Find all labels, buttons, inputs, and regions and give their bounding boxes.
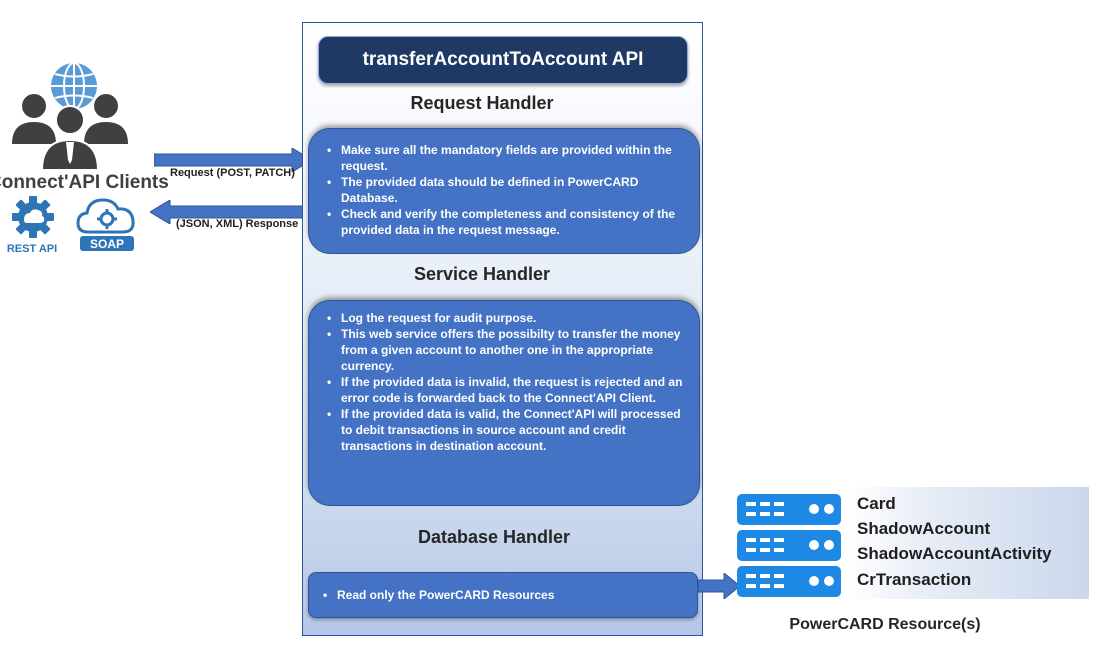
- request-bullet: The provided data should be defined in P…: [323, 174, 683, 206]
- database-handler-title: Database Handler: [417, 527, 571, 547]
- database-bullet: Read only the PowerCARD Resources: [319, 587, 554, 603]
- api-title: transferAccountToAccount API: [318, 36, 688, 84]
- response-label: (JSON, XML) Response: [176, 218, 299, 230]
- service-bullet: Log the request for audit purpose.: [323, 310, 683, 326]
- request-label: Request (POST, PATCH): [170, 167, 295, 179]
- resources-caption: PowerCARD Resource(s): [789, 616, 981, 633]
- response-arrow: [150, 200, 308, 224]
- request-bullet: Make sure all the mandatory fields are p…: [323, 142, 683, 174]
- resource-item: ShadowAccount: [857, 519, 991, 538]
- resource-item: CrTransaction: [857, 570, 972, 589]
- rest-api-label: REST API: [6, 243, 58, 255]
- request-bullet: Check and verify the completeness and co…: [323, 206, 683, 238]
- database-handler-box: Read only the PowerCARD Resources: [308, 572, 698, 618]
- service-handler-box: Log the request for audit purpose. This …: [308, 300, 700, 506]
- globe-icon: [51, 62, 97, 110]
- resources-panel: [848, 487, 1089, 599]
- clients-label: Connect'API Clients: [0, 172, 169, 193]
- service-bullet: This web service offers the possibilty t…: [323, 326, 683, 374]
- resource-item: ShadowAccountActivity: [857, 544, 1052, 563]
- service-bullet: If the provided data is invalid, the req…: [323, 374, 683, 406]
- rest-api-gear-icon: [12, 196, 54, 238]
- service-handler-title: Service Handler: [413, 264, 551, 284]
- users-icon: [12, 94, 128, 171]
- soap-label: SOAP: [90, 237, 124, 251]
- request-handler-box: Make sure all the mandatory fields are p…: [308, 128, 700, 254]
- resource-item: Card: [857, 494, 896, 513]
- soap-cloud-icon: SOAP: [76, 198, 135, 251]
- service-bullet: If the provided data is valid, the Conne…: [323, 406, 683, 454]
- server-stack-icon: [737, 494, 841, 597]
- database-arrow: [698, 573, 740, 599]
- clients-icon: [12, 62, 128, 171]
- request-handler-title: Request Handler: [410, 93, 554, 113]
